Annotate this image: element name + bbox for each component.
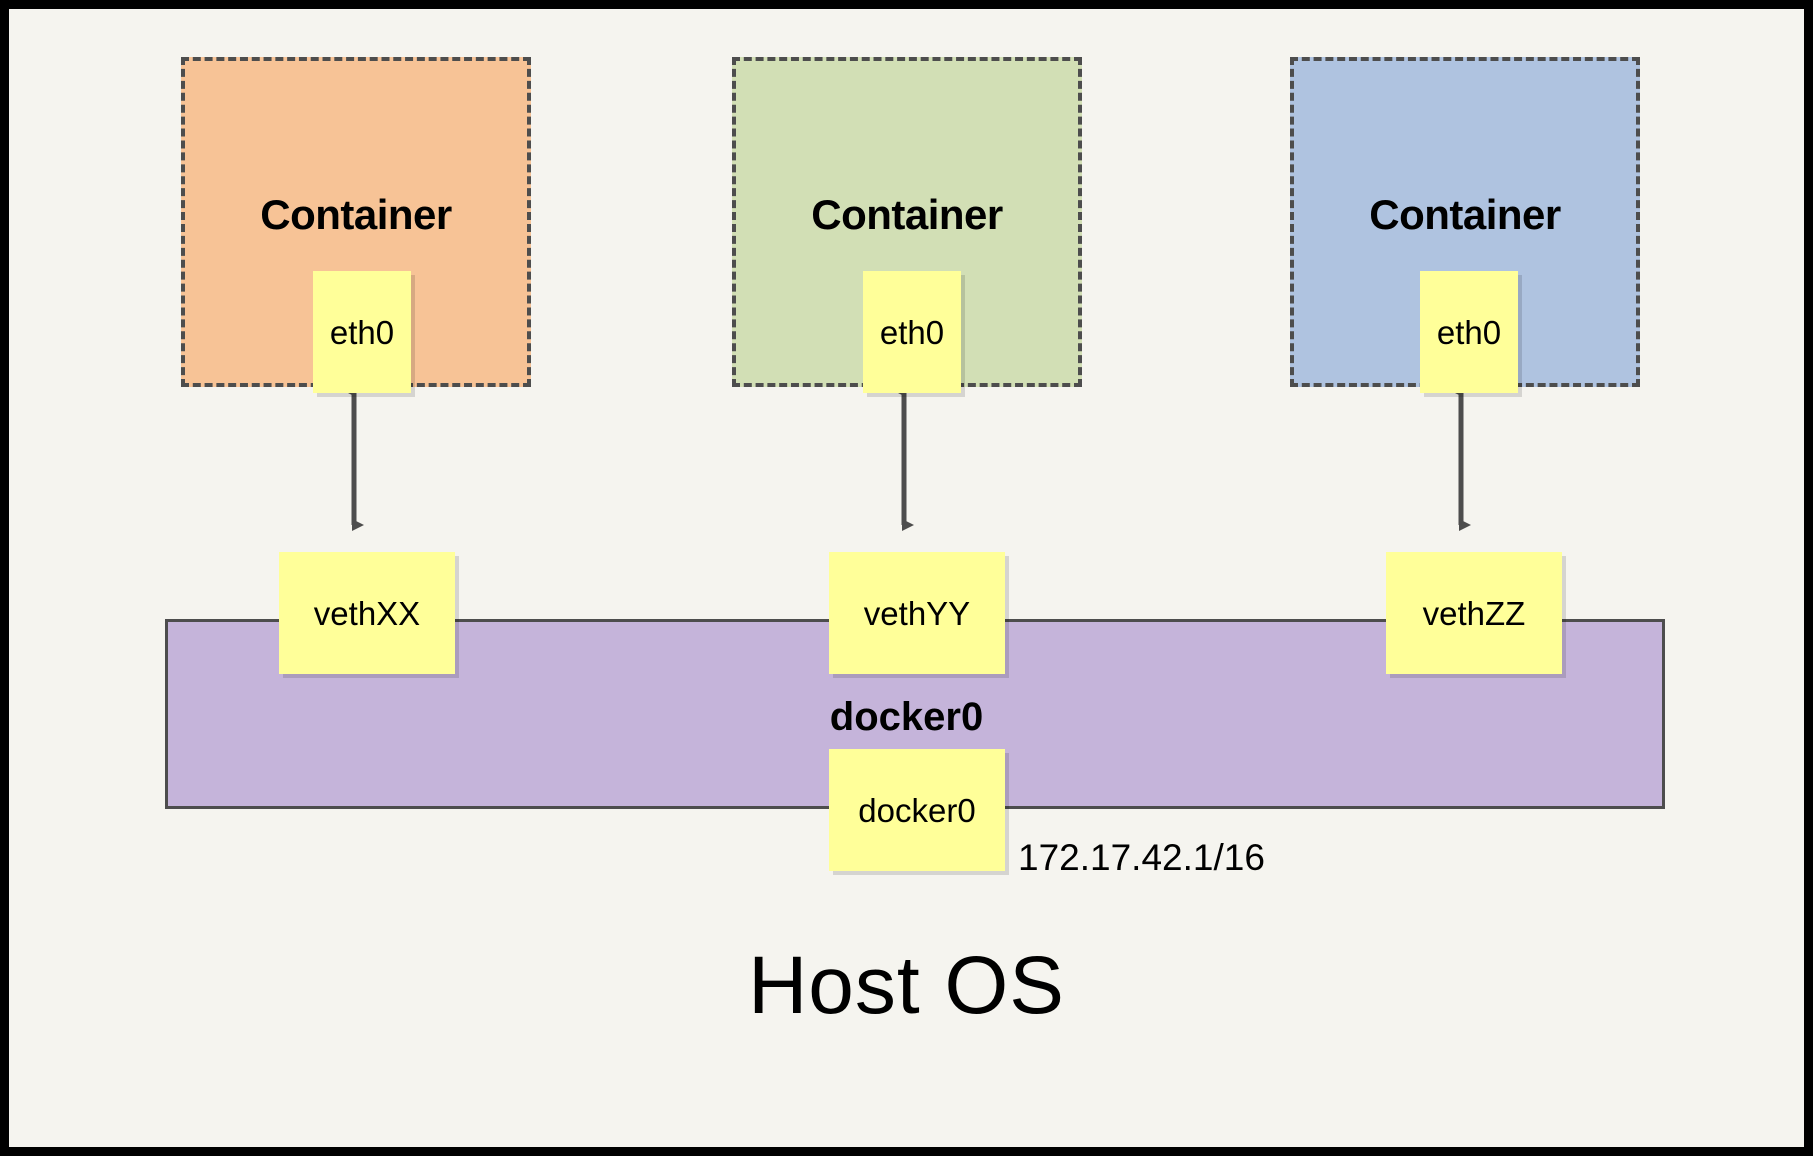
container-title-1: Container — [260, 191, 452, 238]
docker0-ip-label: 172.17.42.1/16 — [1018, 837, 1265, 878]
veth-label-1: vethXX — [313, 594, 421, 632]
docker0-interface-box[interactable]: docker0 — [829, 749, 1005, 871]
eth0-label-2: eth0 — [879, 313, 945, 351]
host-os-title: Host OS — [748, 940, 1065, 1031]
veth-box-1[interactable]: vethXX — [279, 552, 455, 674]
eth0-label-3: eth0 — [1436, 313, 1502, 351]
eth0-box-2[interactable]: eth0 — [863, 271, 961, 393]
veth-box-2[interactable]: vethYY — [829, 552, 1005, 674]
container-title-3: Container — [1369, 191, 1561, 238]
docker0-bridge-label: docker0 — [829, 695, 984, 739]
veth-label-3: vethZZ — [1422, 594, 1526, 632]
diagram-canvas: docker0 — [9, 9, 1804, 1147]
arrow-container3-veth — [1451, 385, 1471, 531]
veth-label-2: vethYY — [863, 594, 971, 632]
veth-box-3[interactable]: vethZZ — [1386, 552, 1562, 674]
eth0-label-1: eth0 — [329, 313, 395, 351]
eth0-box-1[interactable]: eth0 — [313, 271, 411, 393]
eth0-box-3[interactable]: eth0 — [1420, 271, 1518, 393]
docker0-interface-label: docker0 — [858, 791, 976, 829]
container-title-2: Container — [811, 191, 1003, 238]
arrow-container1-veth — [344, 385, 364, 531]
arrow-container2-veth — [894, 385, 914, 531]
